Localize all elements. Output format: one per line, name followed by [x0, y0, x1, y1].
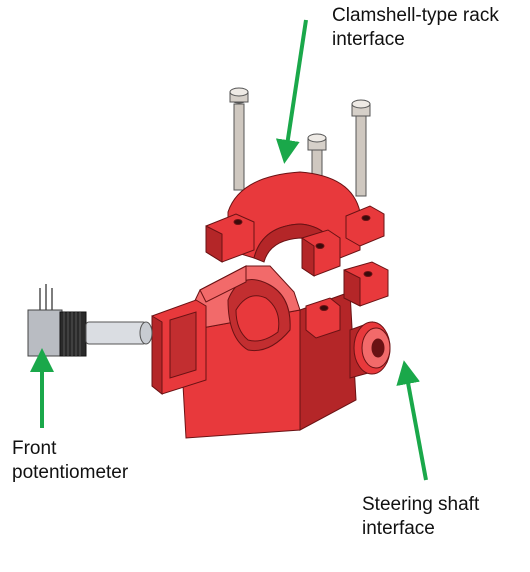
- label-clamshell-rack-line2: interface: [332, 29, 405, 50]
- screw-right: [351, 99, 371, 197]
- main-body-part: [151, 261, 389, 439]
- label-clamshell-rack: Clamshell-type rack interface: [332, 4, 499, 52]
- label-front-potentiometer-line1: Front: [12, 438, 57, 459]
- screw-left: [229, 87, 249, 191]
- label-front-potentiometer-line2: potentiometer: [12, 462, 129, 483]
- clamshell-top-part: [205, 171, 385, 277]
- label-steering-shaft-line2: interface: [362, 518, 435, 539]
- label-steering-shaft-line1: Steering shaft: [362, 494, 480, 515]
- steering-shaft-boss: [349, 321, 391, 379]
- label-clamshell-rack-line1: Clamshell-type rack: [332, 5, 499, 26]
- potentiometer-part: [27, 284, 153, 357]
- label-steering-shaft: Steering shaft interface: [362, 493, 479, 541]
- arrow-steering-shaft: [396, 360, 428, 481]
- arrow-clamshell: [275, 19, 308, 164]
- label-front-potentiometer: Front potentiometer: [12, 437, 128, 485]
